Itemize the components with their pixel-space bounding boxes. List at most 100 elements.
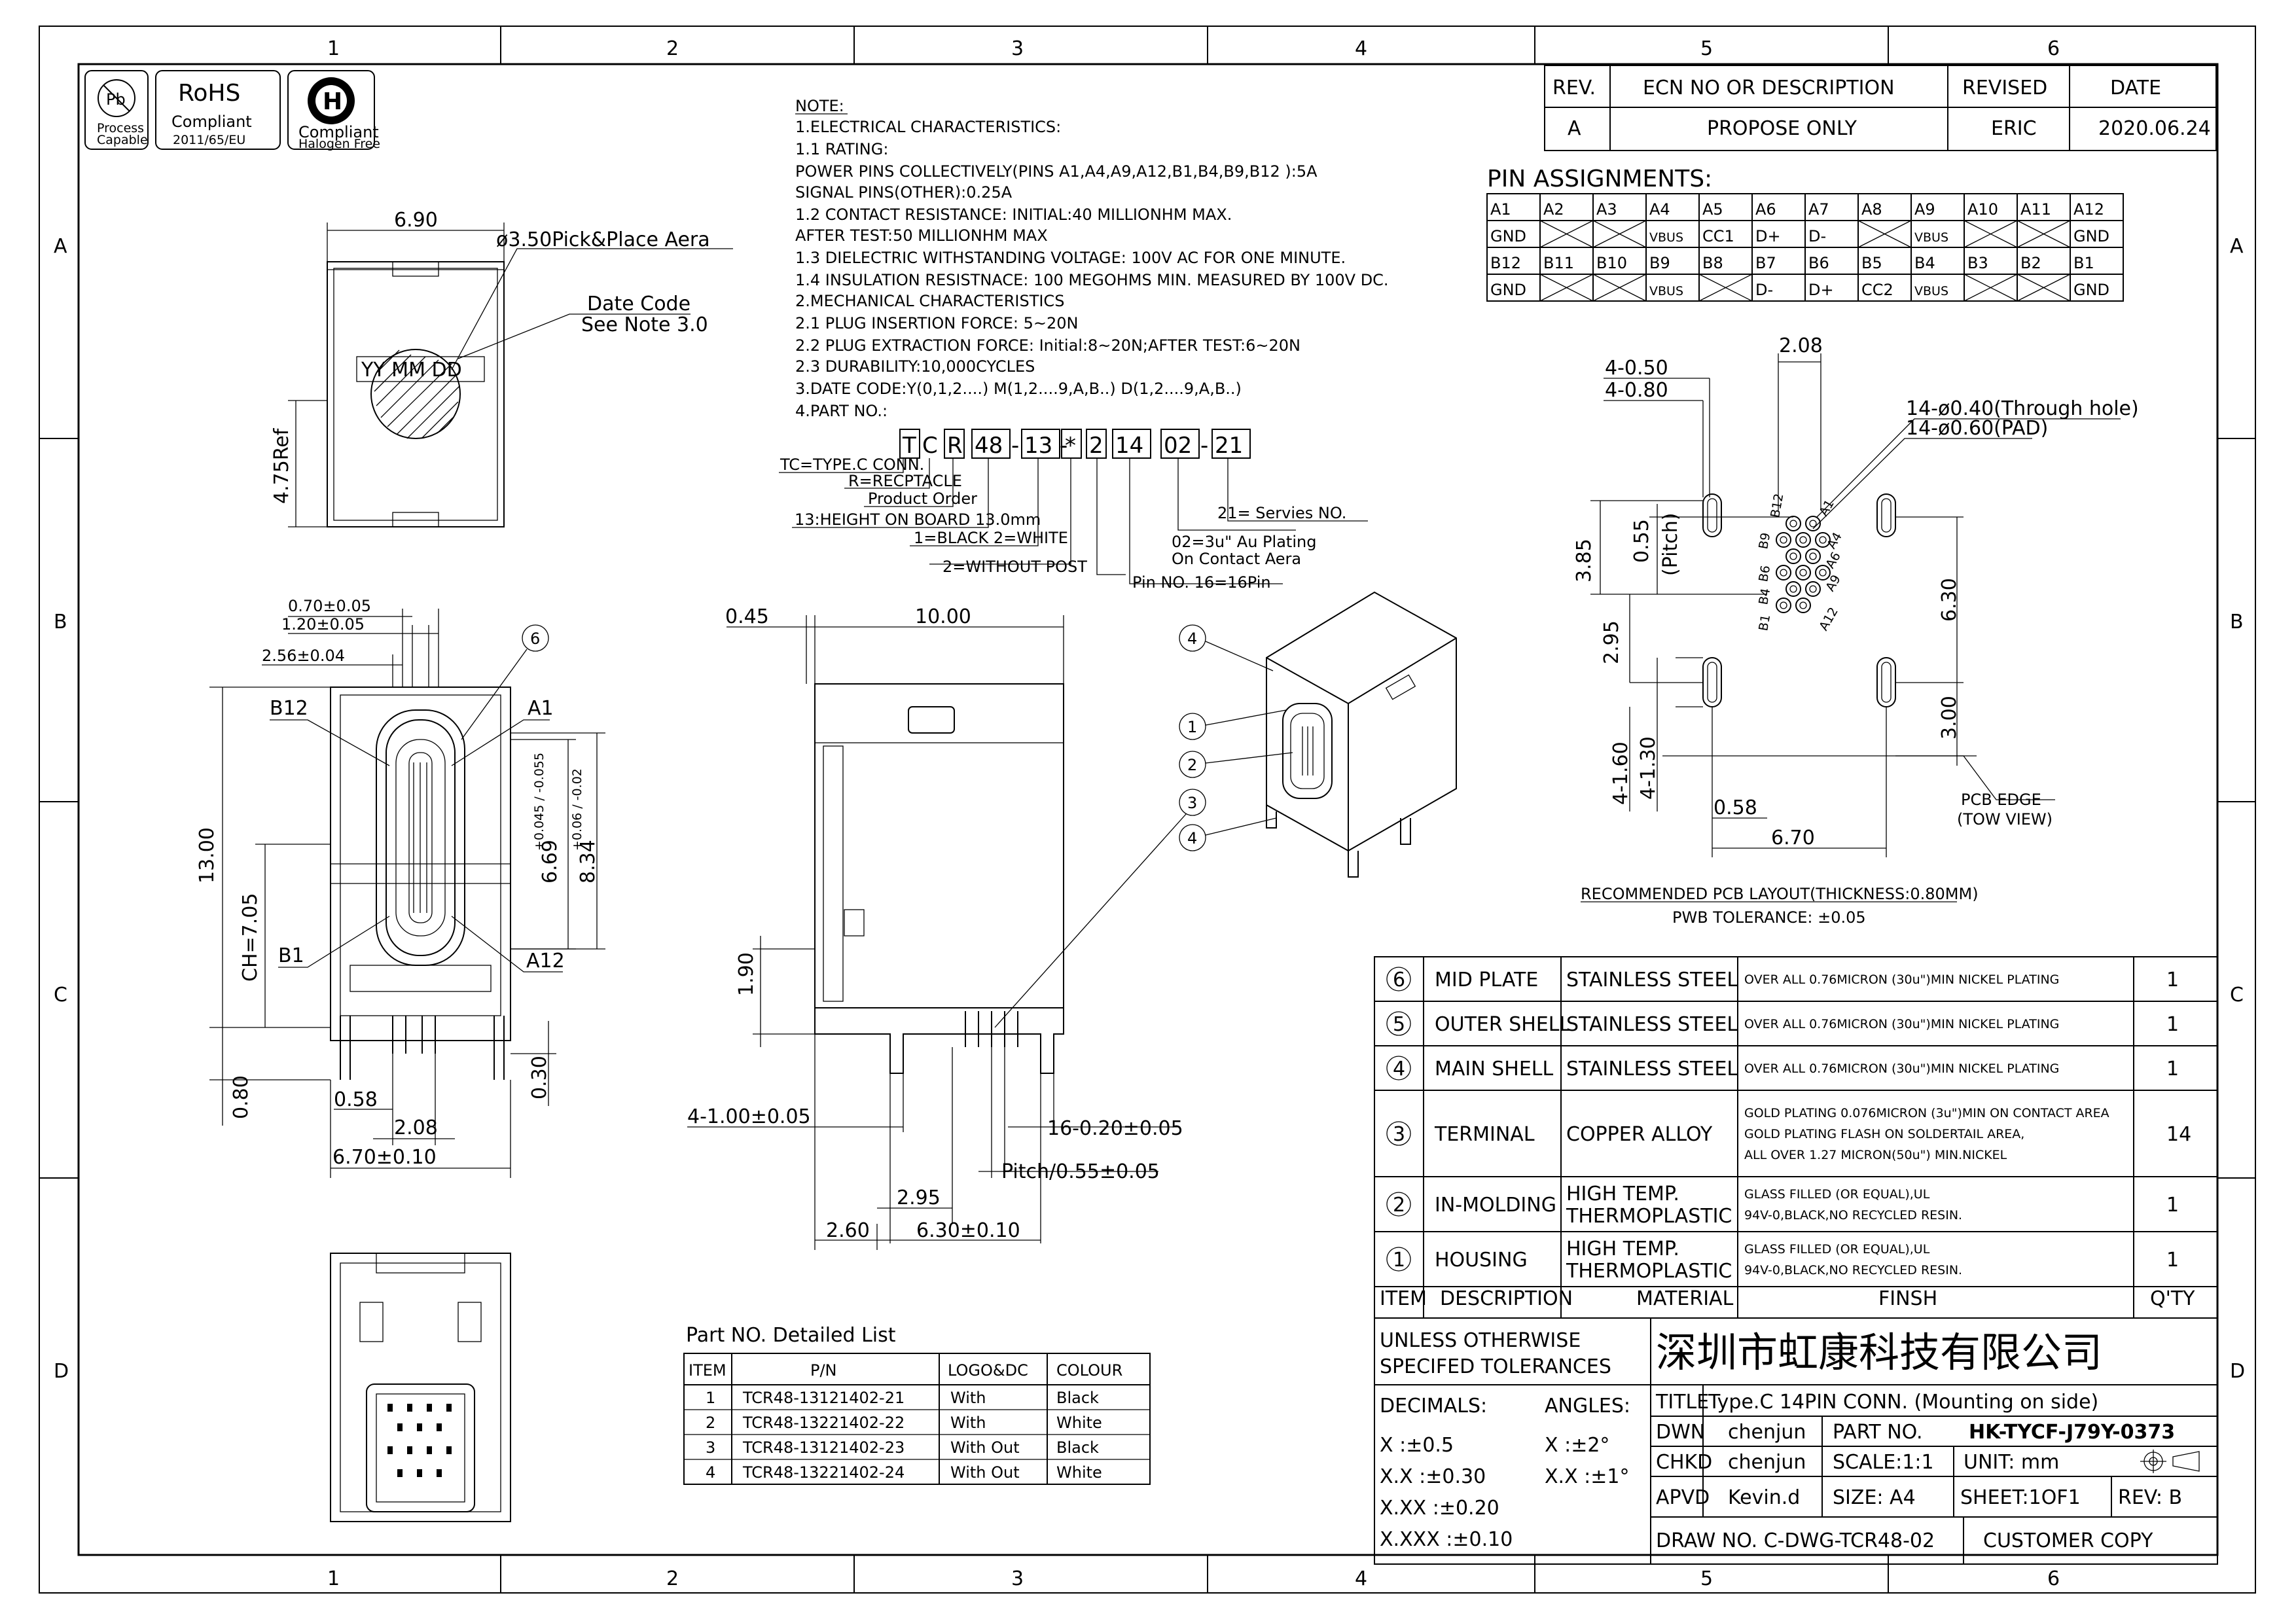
bom-item-circle	[1386, 1192, 1411, 1217]
tb-copy: CUSTOMER COPY	[1983, 1529, 2153, 1552]
pcb-pin-label: A12	[1816, 605, 1841, 633]
pc-1: C	[922, 433, 938, 459]
pcb-hole-circle	[1799, 601, 1807, 609]
dim-front-d3: 2.56±0.04	[262, 647, 345, 665]
part-list-cell: With Out	[950, 1463, 1020, 1482]
dim-front-030: 0.30	[528, 1056, 551, 1099]
part-list-cell: TCR48-13221402-22	[742, 1414, 905, 1432]
tb-apvd-lbl: APVD	[1656, 1486, 1710, 1509]
part-list-cell: 4	[706, 1463, 715, 1482]
note-line-2: POWER PINS COLLECTIVELY(PINS A1,A4,A9,A1…	[795, 162, 1318, 181]
dim-front-d1: 0.70±0.05	[288, 597, 371, 615]
bom-material: HIGH TEMP.	[1566, 1183, 1679, 1205]
date-code-label: Date Code	[587, 293, 691, 315]
bom-desc: MID PLATE	[1435, 969, 1538, 991]
bom-material: STAINLESS STEEL	[1566, 1013, 1738, 1036]
bom-finish: GLASS FILLED (OR EQUAL),UL	[1744, 1187, 1930, 1202]
bom-qty: 1	[2166, 1058, 2179, 1080]
tb-chkd-lbl: CHKD	[1656, 1451, 1712, 1474]
pin-cell: VBUS	[1914, 284, 1948, 298]
pin-cell: A1	[1490, 200, 1511, 219]
tb-dwn-lbl: DWN	[1656, 1421, 1705, 1444]
part-list-title: Part NO. Detailed List	[686, 1324, 896, 1347]
pc-legend-6: Pin NO. 16=16Pin	[1132, 573, 1271, 592]
pcb-hole-circle	[1799, 569, 1807, 577]
pcb-pin-label: A9	[1823, 573, 1844, 594]
rev-hdr-1: ECN NO OR DESCRIPTION	[1643, 77, 1895, 99]
part-list-cell: White	[1056, 1414, 1102, 1432]
pc-8: 2	[1089, 433, 1103, 459]
bom-header: DESCRIPTION	[1440, 1287, 1573, 1310]
bom-item: 5	[1393, 1013, 1405, 1036]
pcb-hole-circle	[1780, 601, 1787, 609]
tb-ang-x: X :±2°	[1545, 1434, 1609, 1457]
pc-5: 13	[1024, 433, 1052, 459]
pcb-pin-label: B6	[1756, 564, 1773, 583]
bottom-view	[330, 1253, 511, 1522]
zone-col-5: 5	[1700, 37, 1713, 60]
tb-drawno: DRAW NO. C-DWG-TCR48-02	[1656, 1529, 1935, 1552]
pcb-hole-circle	[1809, 585, 1817, 593]
notes-heading: NOTE:	[795, 97, 844, 115]
zone-row-a: A	[54, 235, 67, 258]
pcb-pad-circle	[1805, 548, 1821, 564]
note-line-0: 1.ELECTRICAL CHARACTERISTICS:	[795, 118, 1061, 136]
note-line-4: 1.2 CONTACT RESISTANCE: INITIAL:40 MILLI…	[795, 205, 1232, 224]
tb-tol-xxxx: X.XXX :±0.10	[1380, 1528, 1513, 1551]
bom-material: COPPER ALLOY	[1566, 1123, 1713, 1146]
isometric-view: 4 1 2 3 4	[994, 591, 1457, 1028]
part-list-cell: Black	[1056, 1438, 1099, 1457]
dim-front-208: 2.08	[394, 1116, 438, 1139]
pl-hdr-2: LOGO&DC	[948, 1361, 1028, 1380]
pcb-pad-circle	[1785, 548, 1801, 564]
pcb-dim-295: 2.95	[1600, 620, 1623, 664]
pc-0: T	[902, 433, 916, 459]
see-note-label: See Note 3.0	[581, 313, 708, 336]
zone-row-b-right: B	[2230, 611, 2244, 633]
dim-front-ch: CH=7.05	[239, 893, 262, 982]
bom-item-circle	[1386, 1056, 1411, 1080]
part-code: T C R 48 - 13 - * 2 14 02 - 21 TC=TYPE.C…	[779, 429, 1368, 592]
bom-qty: 14	[2166, 1123, 2191, 1146]
pin-cell: B7	[1755, 254, 1776, 272]
pcb-edge-label: PCB EDGE	[1961, 791, 2041, 809]
pcb-pin-label: A4	[1824, 530, 1845, 552]
pcb-hole-circle	[1819, 569, 1827, 577]
part-list-cell: 1	[706, 1389, 715, 1407]
tb-size: SIZE: A4	[1833, 1486, 1916, 1509]
hf-sub1: Compliant	[298, 123, 379, 141]
tb-partno-lbl: PART NO.	[1833, 1421, 1923, 1444]
pcb-hole-circle	[1780, 569, 1787, 577]
pin-cell: B12	[1490, 254, 1521, 272]
tb-decimals: DECIMALS:	[1380, 1395, 1487, 1418]
pc-legend-8: On Contact Aera	[1172, 550, 1301, 568]
bom-finish: OVER ALL 0.76MICRON (30u")MIN NICKEL PLA…	[1744, 972, 2059, 987]
bom-finish: ALL OVER 1.27 MICRON(50u") MIN.NICKEL	[1744, 1148, 2007, 1162]
tb-scale: SCALE:1:1	[1833, 1451, 1934, 1474]
note-line-5: AFTER TEST:50 MILLIONHM MAX	[795, 226, 1048, 245]
pin-cell: B2	[2020, 254, 2041, 272]
note-line-3: SIGNAL PINS(OTHER):0.25A	[795, 183, 1013, 202]
part-list-cell: With	[950, 1389, 986, 1407]
pcb-dim-055: 0.55	[1630, 519, 1653, 563]
pin-cell: A4	[1649, 200, 1670, 219]
pin-cell: VBUS	[1649, 230, 1683, 245]
pin-cell: A10	[1967, 200, 1998, 219]
pc-9: 14	[1115, 433, 1143, 459]
bom-material: THERMOPLASTIC	[1566, 1205, 1732, 1228]
part-list-cell: 3	[706, 1438, 715, 1457]
pcb-hole-circle	[1789, 552, 1797, 560]
tb-tol-x: X :±0.5	[1380, 1434, 1454, 1457]
note-line-13: 4.PART NO.:	[795, 402, 888, 420]
pcb-pad-circle	[1785, 581, 1801, 597]
bom-material: HIGH TEMP.	[1566, 1238, 1679, 1260]
pin-cell: D+	[1755, 227, 1781, 245]
bom-material: THERMOPLASTIC	[1566, 1260, 1732, 1283]
pcb-dim-4x050: 4-0.50	[1605, 357, 1668, 380]
bom-finish: GOLD PLATING 0.076MICRON (3u")MIN ON CON…	[1744, 1106, 2109, 1120]
front-label-a12: A12	[526, 950, 565, 972]
bom-qty: 1	[2166, 1249, 2179, 1272]
pcb-pin-label: B9	[1756, 531, 1773, 550]
tb-apvd-val: Kevin.d	[1728, 1486, 1800, 1509]
bom-finish: GOLD PLATING FLASH ON SOLDERTAIL AREA,	[1744, 1127, 2024, 1141]
